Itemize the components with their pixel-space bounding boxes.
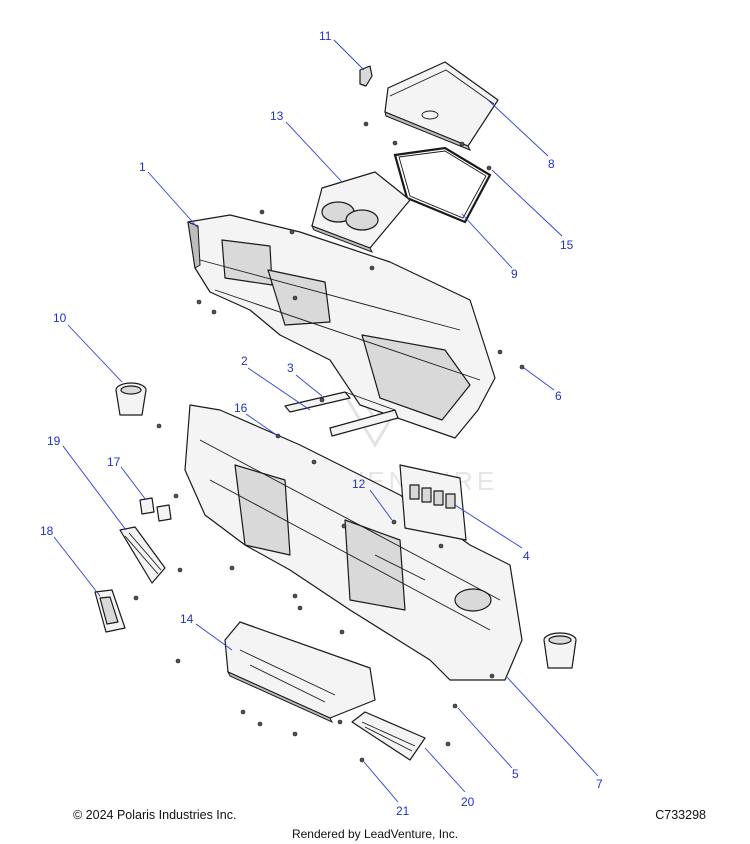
callout-6: 6 — [555, 389, 562, 403]
copyright-text: © 2024 Polaris Industries Inc. — [73, 808, 237, 822]
part-2-bracket — [284, 391, 399, 437]
part-18-vent-bezel — [94, 589, 126, 633]
part-17-clips — [139, 497, 172, 522]
callout-8: 8 — [548, 157, 555, 171]
callout-labels: 1 2 3 4 5 6 7 8 9 10 11 12 13 14 15 16 1… — [40, 29, 603, 818]
callout-2: 2 — [241, 354, 248, 368]
part-19-left-vent — [119, 526, 166, 584]
diagram-code: C733298 — [655, 808, 706, 822]
callout-20: 20 — [461, 795, 475, 809]
part-4-switch-panel — [399, 464, 467, 541]
rendered-by-text: Rendered by LeadVenture, Inc. — [291, 827, 459, 841]
callout-12: 12 — [352, 477, 366, 491]
callout-7: 7 — [596, 777, 603, 791]
callout-17: 17 — [107, 455, 121, 469]
callout-1: 1 — [139, 160, 146, 174]
callout-3: 3 — [287, 361, 294, 375]
leader-lines — [53, 39, 599, 803]
callout-21: 21 — [396, 804, 410, 818]
callout-9: 9 — [511, 267, 518, 281]
part-10-cup-left — [115, 382, 147, 416]
callout-11: 11 — [319, 29, 332, 43]
part-14-lower-storage — [224, 621, 376, 724]
callout-16: 16 — [234, 401, 248, 415]
callout-5: 5 — [512, 767, 519, 781]
part-8-lid — [384, 61, 499, 151]
callout-13: 13 — [270, 109, 284, 123]
lower-dash-frame — [184, 404, 523, 681]
callout-10: 10 — [53, 311, 67, 325]
callout-18: 18 — [40, 524, 54, 538]
part-9-seal — [393, 146, 492, 224]
fasteners — [133, 121, 525, 763]
callout-14: 14 — [180, 612, 194, 626]
part-11-clip — [359, 65, 373, 87]
callout-19: 19 — [47, 434, 61, 448]
part-13-cupholder-insert — [310, 171, 411, 253]
callout-15: 15 — [560, 238, 574, 252]
part-20-lower-vent — [351, 711, 426, 761]
callout-4: 4 — [523, 549, 530, 563]
part-10-cup-right — [543, 632, 577, 669]
